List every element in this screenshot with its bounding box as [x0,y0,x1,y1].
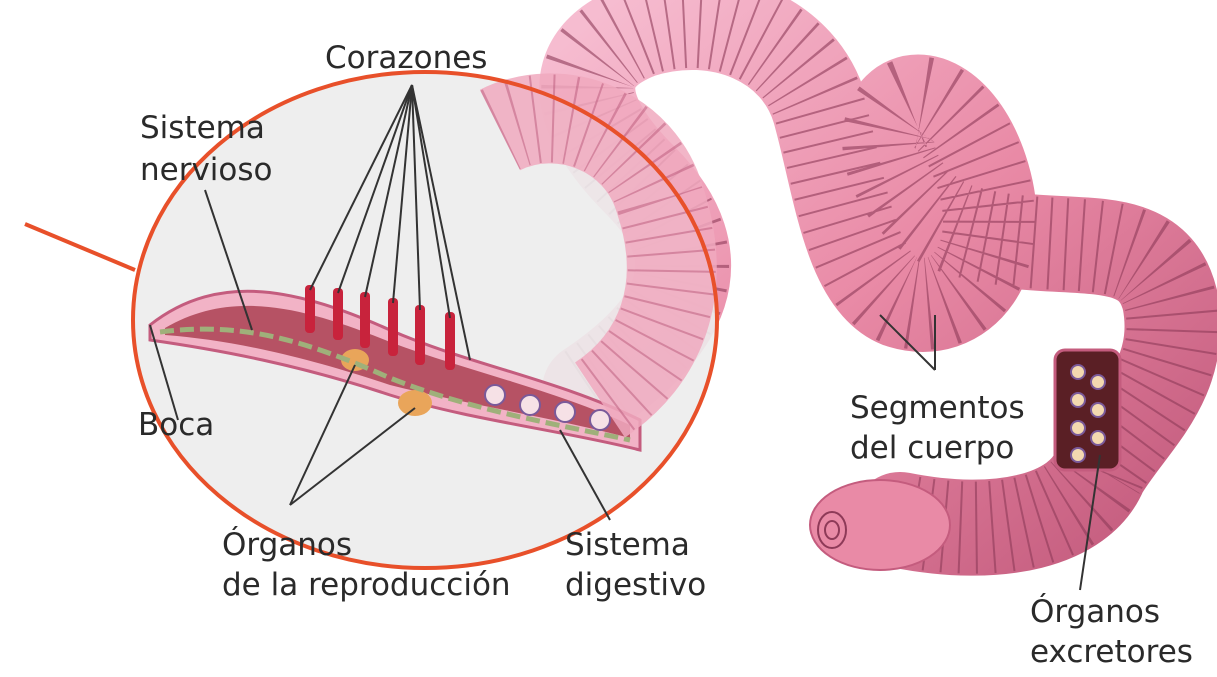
label-corazones: Corazones [325,40,487,76]
label-sistema-digestivo-line2: digestivo [565,567,706,603]
label-organos-reproduccion-line2: de la reproducción [222,567,511,603]
label-boca: Boca [138,407,214,443]
label-segmentos-line1: Segmentos [850,390,1025,426]
label-organos-excretores-line1: Órganos [1030,593,1160,630]
reproductive-organ-2 [398,390,432,416]
label-sistema-digestivo-line1: Sistema [565,527,690,563]
label-organos-reproduccion-line1: Órganos [222,526,352,563]
label-segmentos-line2: del cuerpo [850,430,1014,466]
zoom-pointer-line [25,224,135,270]
excretory-cutaway [1055,350,1120,470]
label-sistema-nervioso-line2: nervioso [140,152,273,188]
label-organos-excretores-line2: excretores [1030,634,1193,670]
worm-tail [810,480,950,570]
label-sistema-nervioso-line1: Sistema [140,110,265,146]
